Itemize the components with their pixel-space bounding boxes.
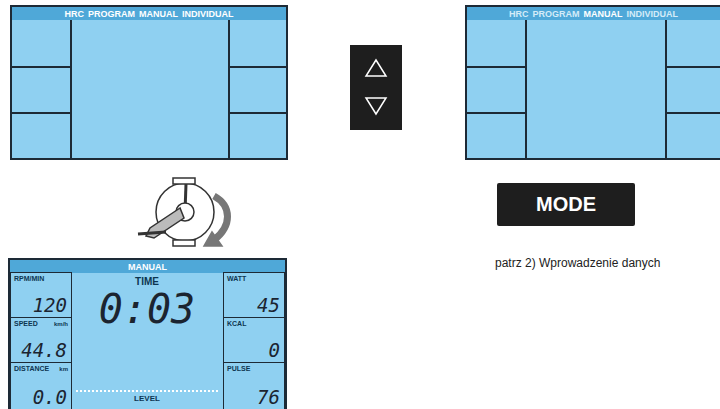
pedal-illustration: [138, 178, 228, 246]
button-label: MODE: [536, 193, 596, 216]
note-text: patrz 2) Wprowadzenie danych: [495, 256, 660, 270]
display-text: LEVEL: [68, 394, 226, 403]
display-value: 44.8: [21, 339, 67, 361]
lcd-divider: [665, 66, 720, 68]
display-text: km: [59, 366, 68, 372]
display-text: 0:03: [68, 286, 226, 332]
lcd-divider: [70, 20, 72, 158]
mode-button: MODE: [497, 183, 635, 226]
lcd-divider: [467, 66, 525, 68]
display-text: WATT: [227, 275, 246, 282]
lcd-divider: [665, 20, 667, 158]
lcd-cell: WATT 45: [223, 272, 285, 319]
display-text: KCAL: [227, 320, 246, 327]
lcd-divider: [665, 112, 720, 114]
display-value: 76: [257, 386, 280, 408]
lcd-cell: DISTANCE km 0.0: [10, 362, 72, 409]
lcd-header-text: PROGRAM: [533, 9, 580, 19]
display-text: DISTANCE: [14, 365, 49, 372]
lcd-display: HRCPROGRAM MANUAL INDIVIDUAL: [10, 5, 288, 160]
lcd-header: HRCPROGRAM MANUAL INDIVIDUAL: [12, 7, 286, 20]
lcd-display: HRC PROGRAM MANUAL INDIVIDUAL: [465, 5, 720, 160]
lcd-divider: [228, 112, 286, 114]
level-bar: [76, 390, 218, 392]
lcd-cell: RPM/MIN 120: [10, 272, 72, 319]
lcd-cell: SPEED km/h 44.8: [10, 317, 72, 364]
display-text: RPM/MIN: [14, 275, 44, 282]
lcd-divider: [525, 20, 527, 158]
display-text: TIME: [68, 276, 226, 287]
lcd-divider: [228, 66, 286, 68]
lcd-header-text: MANUAL: [139, 9, 178, 19]
lcd-header-text: PROGRAM: [88, 9, 135, 19]
lcd-header-text: MANUAL: [584, 9, 623, 19]
lcd-header-text: INDIVIDUAL: [627, 9, 679, 19]
display-text: SPEED: [14, 320, 38, 327]
display-value: 120: [33, 294, 67, 316]
display-text: km/h: [54, 321, 68, 327]
lcd-header-text: HRC: [65, 9, 85, 19]
lcd-cell: PULSE 76: [223, 362, 285, 409]
display-value: 45: [257, 294, 280, 316]
lcd-header-text: MANUAL: [128, 262, 167, 272]
lcd-divider: [12, 112, 70, 114]
display-value: 0.0: [33, 386, 67, 408]
lcd-cell: KCAL 0: [223, 317, 285, 364]
up-down-button: [350, 45, 402, 130]
lcd-header: HRC PROGRAM MANUAL INDIVIDUAL: [467, 7, 720, 20]
lcd-header-text: INDIVIDUAL: [182, 9, 234, 19]
display-text: PULSE: [227, 365, 250, 372]
lcd-divider: [12, 66, 70, 68]
display-value: 0: [269, 339, 280, 361]
lcd-header-text: HRC: [509, 9, 529, 19]
lcd-display: MANUAL TIME0:03LEVEL RPM/MIN 120SPEED km/h 44…: [8, 258, 287, 409]
lcd-divider: [228, 20, 230, 158]
lcd-divider: [467, 112, 525, 114]
